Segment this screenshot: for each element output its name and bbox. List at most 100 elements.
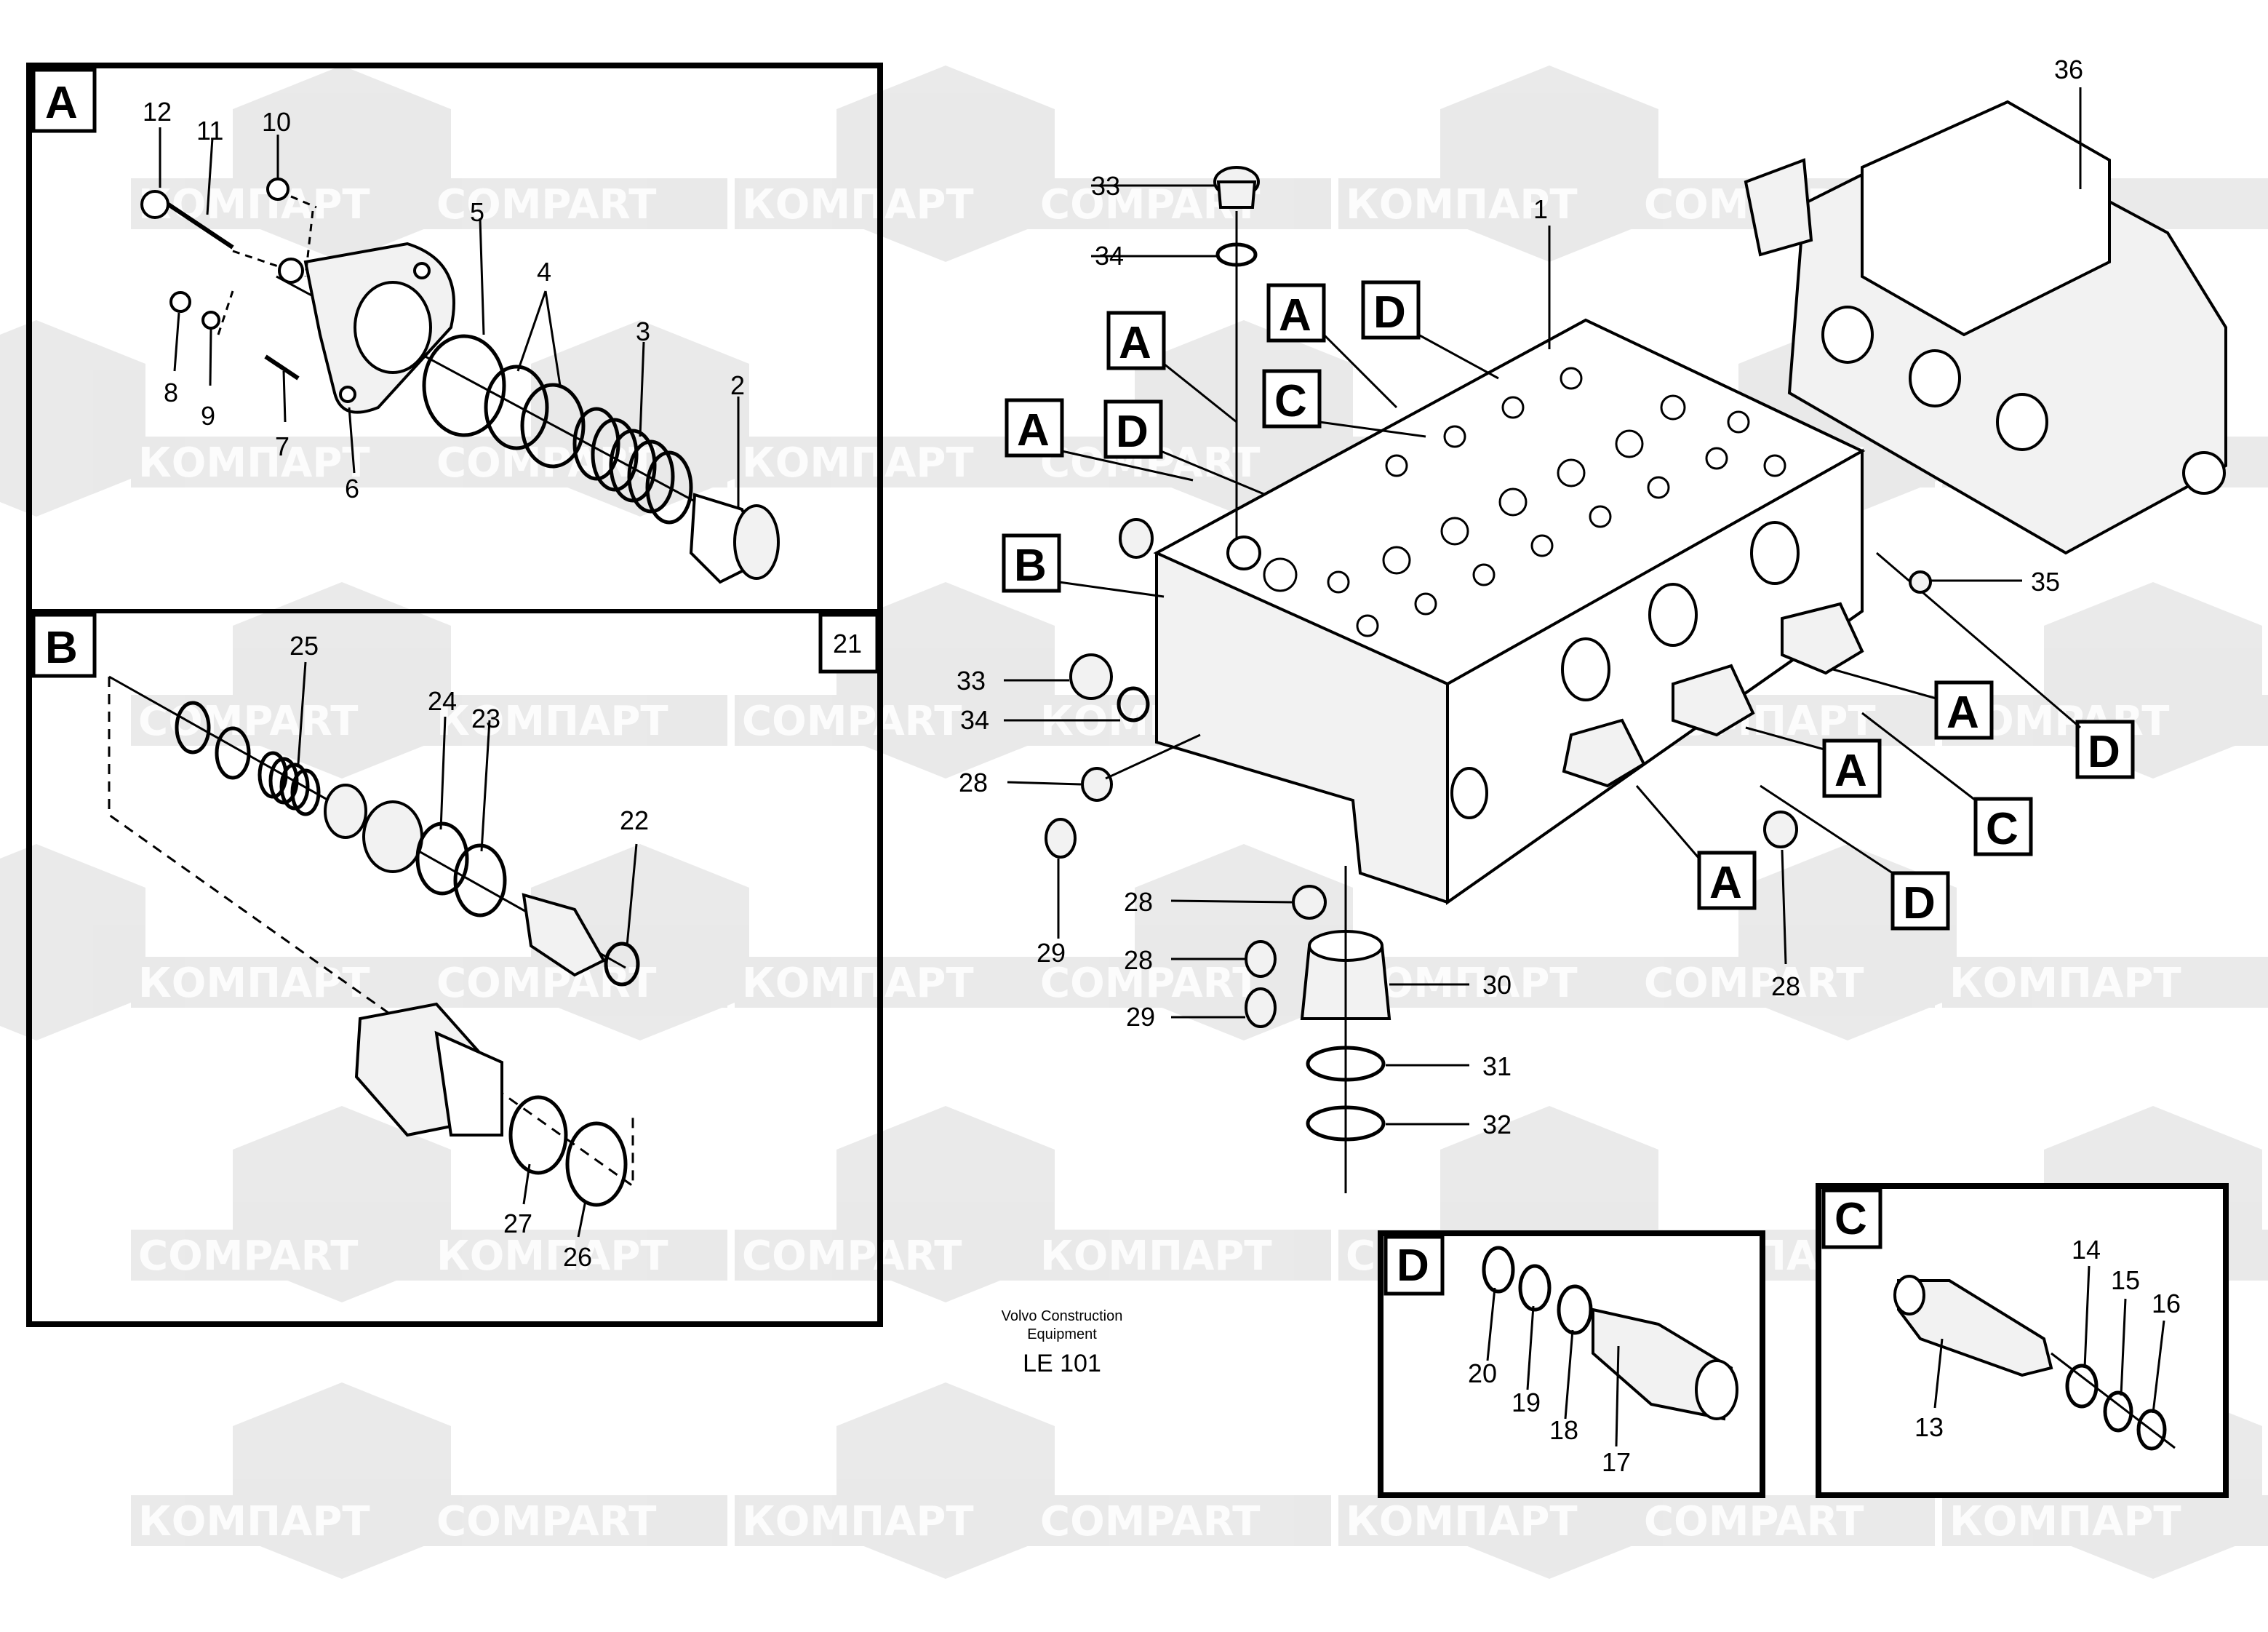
part-number-33: 33	[957, 666, 986, 696]
caption-line1: Volvo Construction	[1002, 1308, 1123, 1324]
detail-b-label-box	[31, 613, 97, 678]
caption-code: LE 101	[1023, 1350, 1101, 1377]
watermark-en: COMPART	[436, 1498, 656, 1545]
watermark-en: COMPART	[138, 698, 358, 745]
part-number-20: 20	[1468, 1358, 1497, 1388]
main-valve-block	[1153, 318, 1866, 905]
part-number-29: 29	[1037, 938, 1066, 968]
watermark-ru: КОМПАРТ	[1040, 1233, 1272, 1280]
caption-line2: Equipment	[1027, 1326, 1097, 1342]
part-number-10: 10	[262, 107, 291, 137]
part-number-28: 28	[1124, 887, 1153, 917]
callout-d: D	[2088, 727, 2120, 777]
callout-a: A	[1946, 688, 1979, 738]
part-number-2: 2	[730, 370, 745, 400]
part-number-3: 3	[636, 317, 650, 346]
drawing-caption: Volvo Construction Equipment LE 101	[1002, 1308, 1123, 1377]
part-number-25: 25	[290, 631, 319, 661]
part-number-12: 12	[143, 97, 172, 127]
part-number-5: 5	[470, 197, 484, 227]
callout-a: A	[1119, 318, 1151, 368]
watermark-ru: КОМПАРТ	[1346, 1498, 1578, 1545]
watermark-en: COMPART	[436, 181, 656, 228]
callout-a: A	[1017, 405, 1050, 455]
watermark-ru: КОМПАРТ	[138, 181, 370, 228]
callout-d: D	[1116, 407, 1149, 457]
detail-c-letter: C	[1834, 1194, 1867, 1244]
callout-a: A	[1709, 858, 1742, 908]
part-number-14: 14	[2072, 1235, 2101, 1265]
detail-panel-ab: A B 21	[26, 63, 883, 1327]
watermark-ru: КОМПАРТ	[138, 439, 370, 487]
part-number-13: 13	[1914, 1412, 1944, 1442]
detail-a-letter: A	[45, 78, 78, 128]
valve-assembly-36: 36	[1744, 55, 2227, 555]
watermark-ru: КОМПАРТ	[742, 960, 974, 1007]
main-callouts: A A D C A D B A D A C A	[1002, 280, 2135, 931]
part-number-6: 6	[345, 474, 359, 503]
part-number-28: 28	[959, 768, 988, 797]
watermark-ru: КОМПАРТ	[742, 439, 974, 487]
main-fittings: 33 34 33 34 28 29 28 28 29 28	[957, 166, 2060, 1193]
part-number-28: 28	[1124, 945, 1153, 975]
part-number-8: 8	[164, 378, 178, 407]
watermark-ru: КОМПАРТ	[742, 181, 974, 228]
part-number-19: 19	[1512, 1388, 1541, 1417]
callout-a: A	[1834, 746, 1867, 796]
part-number-35: 35	[2031, 567, 2060, 597]
part-number-26: 26	[563, 1242, 592, 1272]
callout-a: A	[1279, 290, 1311, 341]
part-number-36: 36	[2054, 55, 2083, 84]
watermark-ru: КОМПАРТ	[1949, 960, 2181, 1007]
part-number-27: 27	[503, 1209, 532, 1238]
part-number-33: 33	[1091, 171, 1120, 201]
detail-d-letter: D	[1397, 1241, 1429, 1291]
callout-d: D	[1903, 878, 1936, 928]
part-number-1: 1	[1533, 194, 1548, 224]
part-number-31: 31	[1482, 1051, 1512, 1081]
part-number-22: 22	[620, 805, 649, 835]
watermark-en: COMPART	[1644, 960, 1864, 1007]
watermark-ru: КОМПАРТ	[1949, 1498, 2181, 1545]
watermark-ru: КОМПАРТ	[742, 1498, 974, 1545]
sheet-number: 21	[833, 629, 862, 658]
detail-a-parts: 12 11 10 8 9 7 6 5 4 3 2	[140, 97, 780, 584]
watermark-en: COMPART	[1040, 1498, 1260, 1545]
watermark-ru: КОМПАРТ	[436, 698, 668, 745]
part-number-7: 7	[275, 431, 290, 461]
detail-panel-c: C 14 15 16 13	[1816, 1183, 2229, 1498]
part-number-29: 29	[1126, 1002, 1155, 1032]
part-number-15: 15	[2111, 1265, 2140, 1295]
part-number-23: 23	[471, 704, 500, 733]
part-number-24: 24	[428, 686, 457, 716]
part-number-9: 9	[201, 401, 215, 431]
watermark-ru: КОМПАРТ	[1346, 181, 1578, 228]
watermark-en: COMPART	[742, 1233, 962, 1280]
detail-b-letter: B	[45, 623, 78, 673]
part-number-17: 17	[1602, 1447, 1631, 1477]
detail-panel-d: D 20 19 18 17	[1378, 1230, 1765, 1498]
part-number-18: 18	[1549, 1415, 1578, 1445]
part-number-11: 11	[196, 116, 223, 146]
part-number-4: 4	[537, 257, 551, 287]
watermark-ru: КОМПАРТ	[436, 1233, 668, 1280]
watermark-ru: КОМПАРТ	[138, 960, 370, 1007]
part-number-30: 30	[1482, 970, 1512, 1000]
watermark-en: COMPART	[1644, 1498, 1864, 1545]
part-number-34: 34	[960, 705, 989, 735]
detail-b-parts: 25 24 23 22 27 26	[108, 631, 649, 1272]
callout-c: C	[1986, 804, 2019, 854]
part-number-16: 16	[2152, 1289, 2181, 1318]
watermark-ru: КОМПАРТ	[138, 1498, 370, 1545]
part-number-34: 34	[1095, 241, 1124, 271]
detail-a-label-box	[31, 68, 97, 133]
watermark-en: COMPART	[138, 1233, 358, 1280]
callout-c: C	[1274, 376, 1307, 426]
sheet-number-box	[818, 613, 879, 674]
callout-d: D	[1373, 287, 1406, 338]
watermark-en: COMPART	[742, 698, 962, 745]
part-number-32: 32	[1482, 1110, 1512, 1139]
callout-b: B	[1014, 541, 1047, 591]
part-number-28: 28	[1771, 971, 1800, 1001]
